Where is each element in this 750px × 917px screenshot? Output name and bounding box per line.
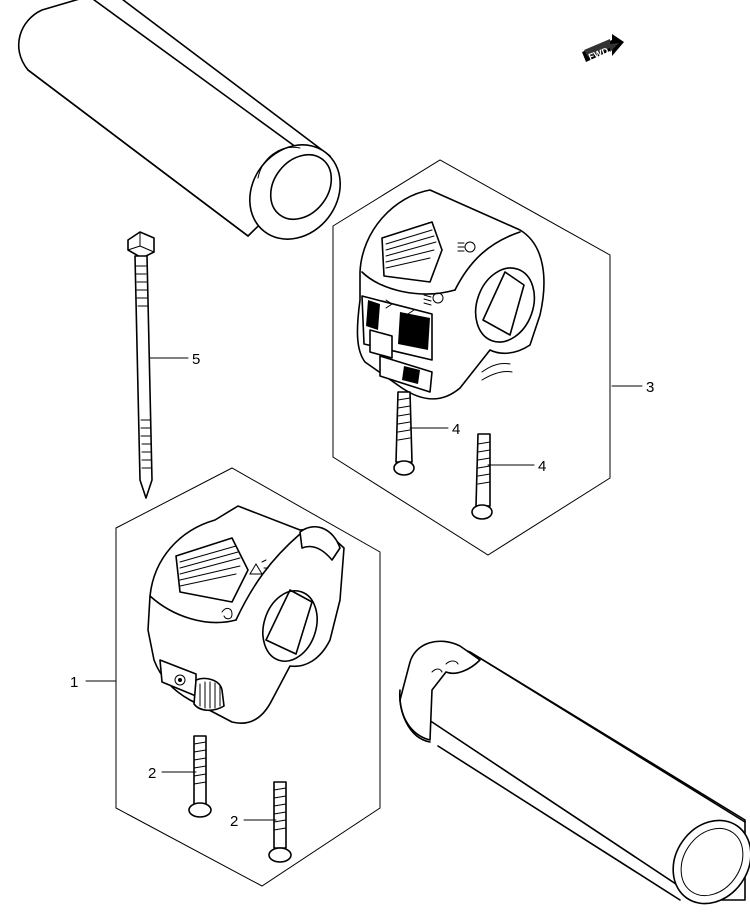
screw-2b [268,781,292,863]
callout-1-label: 1 [70,674,78,691]
callout-2a: 2 [148,765,197,782]
callout-4b-label: 4 [538,458,546,475]
screw-4a [393,391,415,476]
screw-4b [471,433,493,520]
headlight-icon [457,241,476,253]
right-throttle-grip [398,640,750,905]
turn-signal-icon [385,299,415,319]
horn-icon [221,607,233,620]
screw-2a [188,735,212,818]
hazard-icon [249,559,269,575]
assembly-1-outline [115,467,381,887]
callout-4a: 4 [409,421,460,438]
callout-2b-label: 2 [230,813,238,830]
right-switch-housing [356,189,545,400]
callout-3-label: 3 [646,379,654,396]
callout-3: 3 [611,379,654,396]
callout-1: 1 [70,674,117,691]
starter-icon [174,674,186,686]
callout-2a-label: 2 [148,765,156,782]
assembly-3-outline [332,159,611,556]
callout-4b: 4 [487,458,546,475]
headlight-low-icon [423,292,444,306]
fwd-arrow-icon: FWD [582,34,624,62]
callout-5: 5 [149,351,200,368]
cable-tie [127,231,155,499]
callout-4a-label: 4 [452,421,460,438]
left-handlebar-grip [18,0,341,240]
left-switch-housing [147,505,345,724]
callout-5-label: 5 [192,351,200,368]
callout-2b: 2 [230,813,277,830]
